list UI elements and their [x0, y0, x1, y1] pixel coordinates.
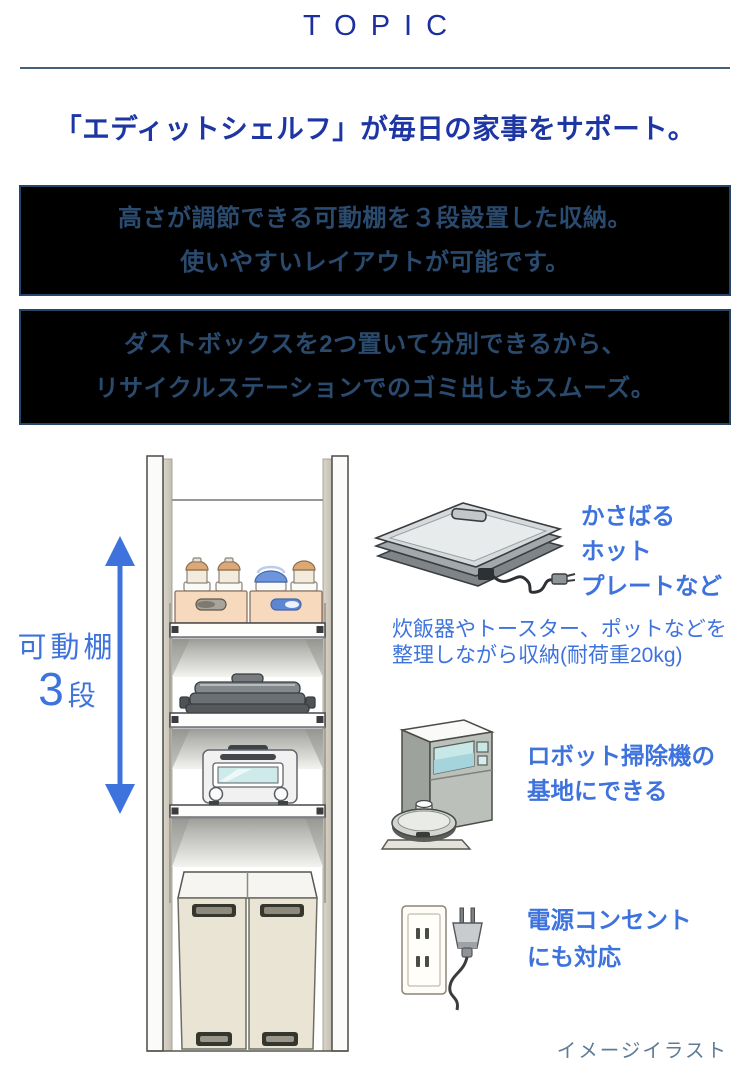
- topic-title: TOPIC: [302, 10, 462, 42]
- section-heading: 「エディットシェルフ」が毎日の家事をサポート。: [54, 113, 696, 144]
- image-note: イメージイラスト: [556, 1040, 728, 1062]
- info-box-line: ダストボックスを2つ置いて分別できるから、: [124, 331, 626, 358]
- hot-plate-on-shelf: [179, 673, 316, 714]
- robot-vacuum-illustration: [380, 719, 495, 850]
- info-box-line: リサイクルステーションでのゴミ出しもスムーズ。: [94, 375, 656, 402]
- illustration-area: 可動棚 3 段: [0, 446, 750, 1077]
- shelf-3: [169, 804, 326, 819]
- movable-shelf-label: 可動棚: [17, 632, 117, 664]
- feature-robot-label: ロボット掃除機の 基地にできる: [527, 739, 715, 809]
- shelf-count-unit: 段: [67, 680, 96, 711]
- shelf-2: [169, 712, 326, 729]
- feature-title-line: 基地にできる: [527, 778, 668, 804]
- shelf-1: [169, 622, 326, 639]
- movable-shelf-count: 3 段: [8, 664, 126, 714]
- feature-title-line: ホット: [581, 538, 652, 564]
- feature-caption-line: 整理しながら収納(耐荷重20kg): [392, 644, 683, 667]
- arrow-updown-icon: [105, 536, 135, 814]
- info-box-line: 使いやすいレイアウトが可能です。: [180, 248, 570, 276]
- divider-line: [20, 67, 730, 69]
- feature-title-line: 電源コンセント: [527, 907, 692, 933]
- info-box-dust-boxes: ダストボックスを2つ置いて分別できるから、 リサイクルステーションでのゴミ出しも…: [19, 309, 731, 425]
- info-box-movable-shelves: 高さが調節できる可動棚を３段設置した収納。 使いやすいレイアウトが可能です。: [19, 185, 731, 296]
- feature-hot-plate-label: かさばる ホット プレートなど: [581, 499, 722, 604]
- header: TOPIC 「エディットシェルフ」が毎日の家事をサポート。: [0, 0, 750, 149]
- feature-outlet-label: 電源コンセント にも対応: [527, 902, 692, 976]
- feature-caption-line: 炊飯器やトースター、ポットなどを: [392, 618, 727, 641]
- power-outlet-illustration: [401, 905, 483, 1011]
- feature-title-line: プレートなど: [581, 573, 722, 599]
- info-box-line: 高さが調節できる可動棚を３段設置した収納。: [117, 204, 633, 232]
- feature-hot-plate-caption: 炊飯器やトースター、ポットなどを 整理しながら収納(耐荷重20kg): [392, 617, 727, 669]
- shelf-count-number: 3: [38, 663, 64, 715]
- hot-plate-illustration: [373, 502, 576, 594]
- feature-title-line: にも対応: [527, 944, 621, 970]
- cabinet-illustration: [146, 455, 349, 1052]
- feature-title-line: かさばる: [581, 503, 675, 529]
- feature-title-line: ロボット掃除機の: [527, 743, 715, 769]
- storage-boxes: [174, 557, 323, 624]
- dust-boxes: [177, 871, 318, 1050]
- toaster-oven: [202, 745, 298, 805]
